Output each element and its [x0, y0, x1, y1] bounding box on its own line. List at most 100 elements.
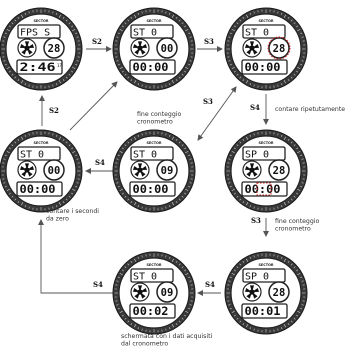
bezel-tick	[171, 324, 175, 328]
bezel-tick	[249, 205, 252, 208]
bezel-tick	[124, 195, 127, 198]
ball-center	[137, 167, 143, 173]
bezel-tick	[184, 192, 187, 195]
bezel-tick	[297, 28, 301, 32]
lcd-bottom-text: 00:00	[245, 182, 281, 196]
bezel-tick	[239, 141, 242, 144]
bezel-tick	[185, 150, 189, 154]
bezel-tick	[72, 28, 76, 32]
bezel-tick	[277, 133, 279, 136]
lcd-bottom	[16, 181, 63, 197]
bezel-tick	[277, 84, 279, 87]
bezel-tick	[293, 317, 296, 320]
bezel-tick	[133, 258, 137, 262]
bezel-tick	[121, 25, 124, 28]
bezel-tick	[24, 83, 27, 86]
bezel-tick	[20, 202, 24, 206]
bezel-tick	[71, 147, 74, 150]
bezel-tick	[231, 310, 235, 314]
lcd-top-text: ST 0	[133, 150, 157, 161]
bezel-tick	[249, 134, 252, 137]
bezel-tick	[71, 192, 74, 195]
bezel-tick	[242, 323, 245, 326]
bezel-tick	[297, 150, 301, 154]
bezel-tick	[76, 36, 79, 38]
lcd-bottom-text: 2:46	[20, 60, 56, 74]
bezel-tick	[62, 16, 65, 19]
bezel-tick	[287, 79, 290, 82]
bezel-tick	[239, 263, 242, 266]
bezel-tick	[121, 70, 124, 73]
bezel-tick	[141, 84, 143, 87]
bezel-tick	[185, 66, 189, 70]
bezel-tick	[8, 192, 11, 195]
label-contare-secondi: contare i secondi da zero	[46, 208, 101, 222]
bezel-tick	[130, 201, 133, 204]
bezel-tick	[185, 188, 189, 192]
bezel-tick	[62, 138, 65, 141]
bezel-tick	[65, 198, 68, 201]
bezel-tick	[233, 147, 236, 150]
bezel-tick	[245, 136, 249, 140]
bezel-tick	[28, 11, 30, 14]
bezel-tick	[119, 150, 123, 154]
bezel-tick	[189, 280, 192, 282]
bezel-tick	[171, 80, 175, 84]
bezel-tick	[62, 201, 65, 204]
lcd-top	[17, 146, 61, 161]
lcd-right	[43, 37, 65, 59]
bezel-tick	[242, 260, 245, 263]
bezel-tick	[300, 185, 303, 188]
bezel-tick	[127, 263, 130, 266]
label-schermata: schermata con i dati acquisiti dal crono…	[121, 333, 214, 347]
button-s2-top: S2	[92, 37, 102, 46]
bezel-tick	[296, 192, 299, 195]
bezel-tick	[168, 134, 171, 137]
bezel-tick	[290, 263, 293, 266]
bezel-tick	[119, 28, 123, 32]
bezel-tick	[141, 328, 143, 331]
lcd-top	[17, 24, 61, 39]
bezel-tick	[117, 276, 120, 279]
bezel-tick	[55, 83, 58, 86]
bezel-tick	[236, 317, 239, 320]
bezel-tick	[168, 256, 171, 259]
bezel-tick	[3, 182, 6, 184]
bezel-tick	[175, 79, 178, 82]
bezel-tick	[127, 320, 130, 323]
bezel-tick	[141, 133, 143, 136]
bezel-tick	[137, 12, 140, 15]
bezel-tick	[133, 136, 137, 140]
lcd-right	[156, 281, 178, 303]
bezel-tick	[58, 80, 62, 84]
bezel-tick	[293, 195, 296, 198]
bezel-tick	[8, 70, 11, 73]
bezel-tick	[17, 16, 20, 19]
bezel-tick	[17, 138, 20, 141]
bezel-tick	[290, 19, 293, 22]
ball-panel	[137, 41, 143, 48]
bezel-tick	[124, 317, 127, 320]
bezel-tick	[75, 63, 78, 66]
button-s2-left: S2	[49, 106, 59, 115]
bezel-tick	[62, 79, 65, 82]
bezel-tick	[8, 147, 11, 150]
bezel-tick	[76, 158, 79, 160]
lcd-bottom-text: 00:01	[245, 304, 281, 318]
bezel-tick	[119, 272, 123, 276]
bezel-tick	[188, 185, 191, 188]
bezel-tick	[76, 182, 79, 184]
lcd-right-number: 09	[161, 165, 174, 177]
lcd-bottom	[129, 303, 176, 319]
bezel-tick	[239, 198, 242, 201]
bezel-tick	[76, 60, 79, 62]
bezel-tick	[228, 304, 231, 306]
bezel-tick	[301, 280, 304, 282]
ball-center	[249, 167, 255, 173]
bezel-tick	[283, 324, 287, 328]
lcd-top-text: ST 0	[20, 150, 44, 161]
bezel-tick	[181, 144, 184, 147]
bezel-tick	[280, 12, 283, 15]
